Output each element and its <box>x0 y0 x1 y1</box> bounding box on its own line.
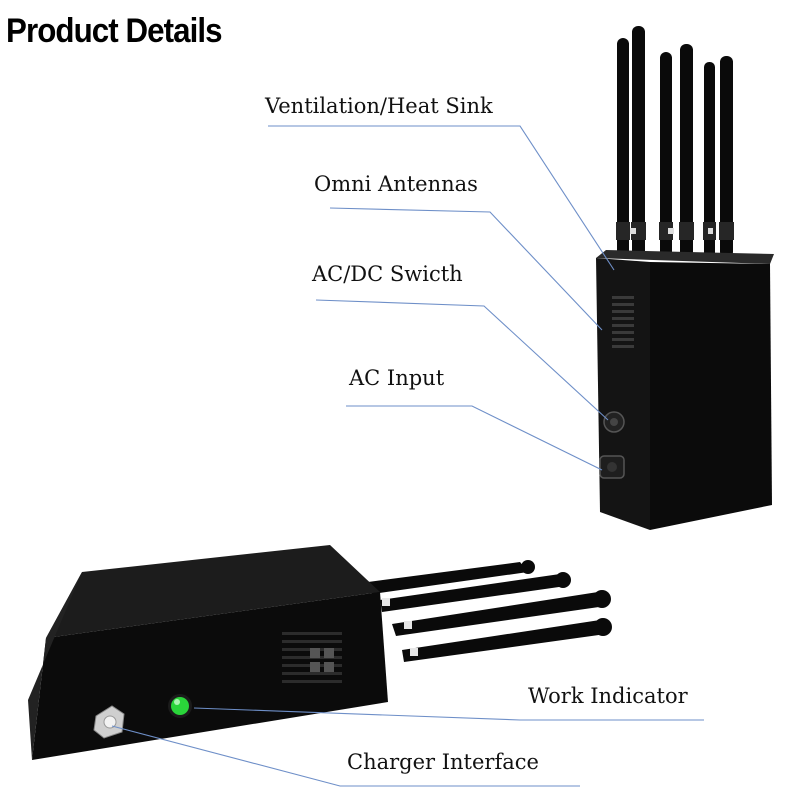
callout-omni-antennas: Omni Antennas <box>314 172 478 196</box>
callout-charger-interface: Charger Interface <box>347 750 539 774</box>
page-title: Product Details <box>6 12 223 50</box>
device-front-panel <box>650 262 772 530</box>
callout-ventilation-heat-sink: Ventilation/Heat Sink <box>265 94 493 118</box>
omni-antennas-upright <box>616 26 734 258</box>
callout-work-indicator: Work Indicator <box>528 684 688 708</box>
vent-grille-horizontal-icon <box>282 632 342 683</box>
leader-lines <box>111 125 704 787</box>
vent-grille-icon <box>612 296 634 348</box>
ac-input-socket-icon <box>599 455 625 479</box>
ac-dc-switch-icon <box>603 411 625 433</box>
callout-ac-dc-switch: AC/DC Swicth <box>312 262 463 286</box>
charger-interface-icon <box>93 705 125 739</box>
omni-antennas-horizontal <box>368 560 612 662</box>
callout-ac-input: AC Input <box>349 366 445 390</box>
work-indicator-led-icon <box>168 694 192 718</box>
horizontal-device <box>28 545 612 760</box>
upright-device <box>596 26 774 530</box>
